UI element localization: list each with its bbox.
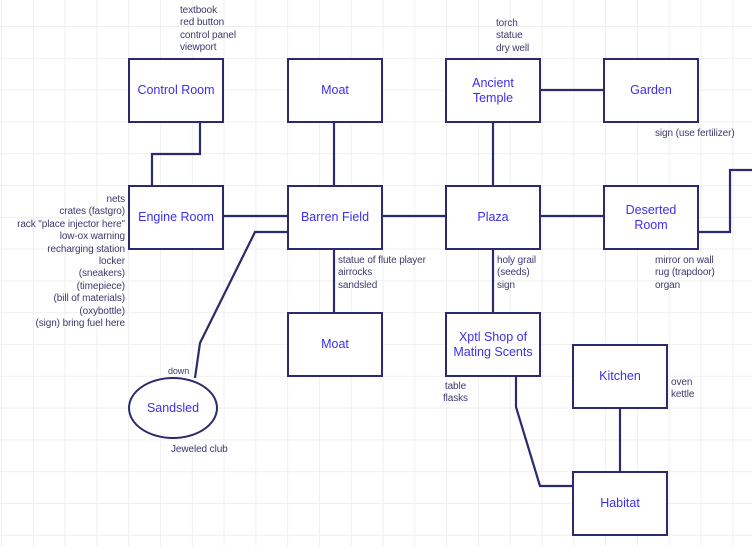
room-label: Moat bbox=[321, 83, 349, 97]
note-item: oven bbox=[671, 377, 693, 388]
room-label: Control Room bbox=[137, 83, 215, 97]
connector-barren-field-sandsled bbox=[193, 230, 287, 379]
note-item: (sneakers) bbox=[78, 268, 125, 280]
note-item: organ bbox=[655, 279, 681, 291]
note-item: holy grail bbox=[497, 255, 537, 266]
note-item: textbook bbox=[180, 5, 218, 16]
room-moat-south[interactable]: Moat bbox=[287, 312, 383, 377]
room-label: Deserted Room bbox=[625, 202, 677, 232]
notes-control-room: textbook red button control panel viewpo… bbox=[180, 5, 236, 55]
note-item: viewport bbox=[180, 42, 217, 54]
room-kitchen[interactable]: Kitchen bbox=[572, 344, 668, 409]
connector-deserted-room-east bbox=[698, 168, 752, 234]
notes-deserted-room: mirror on wall rug (trapdoor) organ bbox=[655, 255, 715, 292]
room-label: Habitat bbox=[600, 496, 640, 510]
note-item: kettle bbox=[671, 389, 695, 401]
room-label: Sandsled bbox=[146, 400, 200, 415]
note-item: mirror on wall bbox=[655, 255, 714, 266]
room-ancient-temple[interactable]: Ancient Temple bbox=[445, 58, 541, 123]
room-label: Xptl Shop of Mating Scents bbox=[453, 329, 533, 359]
note-item: (seeds) bbox=[497, 267, 530, 279]
note-sandsled-link-down: down bbox=[168, 365, 189, 377]
note-item: control panel bbox=[180, 29, 236, 41]
room-xptl-shop[interactable]: Xptl Shop of Mating Scents bbox=[445, 312, 541, 377]
note-item: (bill of materials) bbox=[53, 293, 126, 305]
room-label: Kitchen bbox=[599, 369, 641, 383]
room-deserted-room[interactable]: Deserted Room bbox=[603, 185, 699, 250]
room-plaza[interactable]: Plaza bbox=[445, 185, 541, 250]
note-item: statue bbox=[496, 30, 523, 42]
connector-control-room-engine-room bbox=[150, 122, 202, 185]
room-barren-field[interactable]: Barren Field bbox=[287, 185, 383, 250]
note-item: sign bbox=[497, 279, 515, 291]
room-control-room[interactable]: Control Room bbox=[128, 58, 224, 123]
room-label: Ancient Temple bbox=[472, 75, 514, 105]
note-item: flasks bbox=[443, 393, 468, 405]
note-item: (oxybottle) bbox=[79, 305, 125, 317]
note-item: low-ox warning bbox=[59, 231, 125, 243]
note-item: table bbox=[444, 381, 467, 392]
notes-garden: sign (use fertilizer) bbox=[655, 128, 735, 140]
note-item: (timepiece) bbox=[76, 280, 125, 292]
note-item: recharging station bbox=[47, 243, 125, 255]
notes-barren-field: statue of flute player airrocks sandsled bbox=[338, 255, 426, 292]
note-item: (sign) bring fuel here bbox=[35, 318, 125, 330]
note-item: statue of flute player bbox=[338, 255, 426, 266]
room-sandsled[interactable]: Sandsled bbox=[128, 377, 218, 439]
note-item: torch bbox=[496, 18, 518, 29]
connector-xptl-shop-habitat bbox=[514, 376, 572, 488]
note-item: red button bbox=[180, 17, 225, 29]
note-item: dry well bbox=[496, 42, 530, 54]
note-item: crates (fastgro) bbox=[59, 206, 125, 218]
room-habitat[interactable]: Habitat bbox=[572, 471, 668, 536]
room-label: Plaza bbox=[477, 210, 509, 224]
note-item: down bbox=[168, 366, 190, 376]
note-item: nets bbox=[106, 194, 125, 205]
room-label: Moat bbox=[321, 337, 349, 351]
notes-engine-room: nets crates (fastgro) rack "place inject… bbox=[17, 194, 125, 330]
room-label: Garden bbox=[630, 83, 672, 97]
notes-kitchen: oven kettle bbox=[671, 377, 694, 402]
notes-ancient-temple: torch statue dry well bbox=[496, 18, 529, 55]
note-item: sign (use fertilizer) bbox=[655, 128, 735, 139]
notes-plaza: holy grail (seeds) sign bbox=[497, 255, 536, 292]
room-label: Engine Room bbox=[138, 210, 214, 224]
notes-xptl-shop: table flasks bbox=[443, 381, 468, 406]
room-engine-room[interactable]: Engine Room bbox=[128, 185, 224, 250]
room-label: Barren Field bbox=[300, 210, 370, 224]
room-garden[interactable]: Garden bbox=[603, 58, 699, 123]
room-moat-north[interactable]: Moat bbox=[287, 58, 383, 123]
note-item: rug (trapdoor) bbox=[655, 267, 715, 279]
note-item: locker bbox=[98, 256, 125, 268]
note-item: sandsled bbox=[338, 279, 378, 291]
notes-sandsled: Jeweled club bbox=[171, 444, 228, 456]
note-item: Jeweled club bbox=[171, 444, 228, 455]
note-item: airrocks bbox=[338, 267, 373, 279]
note-item: rack "place injector here" bbox=[17, 218, 125, 230]
